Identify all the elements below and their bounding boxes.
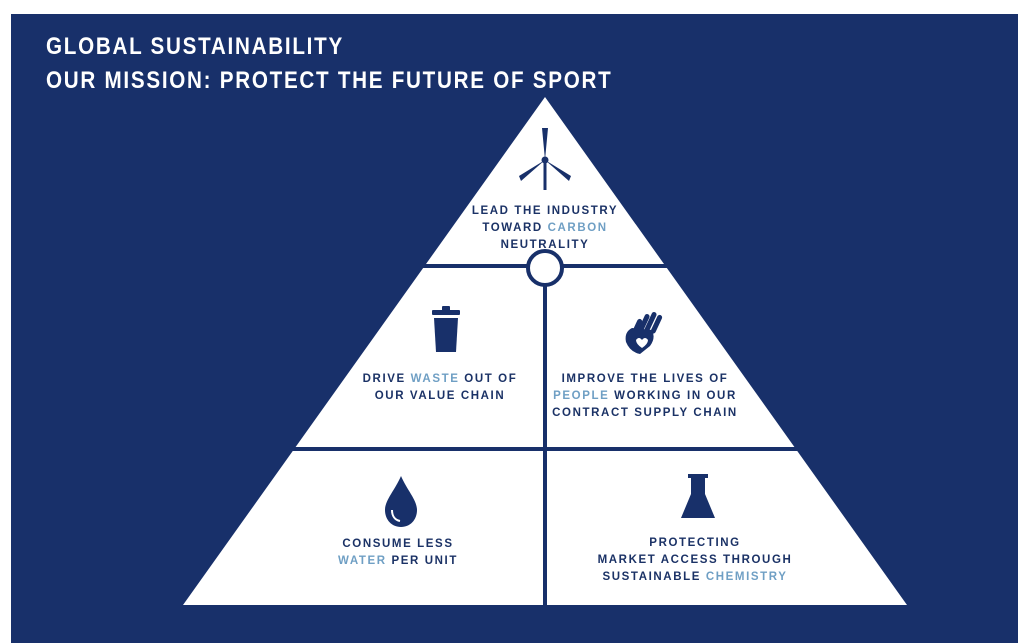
label-line: IMPROVE THE LIVES OF [530,371,760,388]
label-line: WATER PER UNIT [298,553,498,570]
label-text: CONSUME LESS [342,538,454,550]
label-drive-waste: DRIVE WASTE OUT OF OUR VALUE CHAIN [340,371,540,405]
label-text: MARKET ACCESS THROUGH [597,554,793,566]
highlight-word: CHEMISTRY [705,571,788,583]
label-text: WORKING IN OUR [609,390,737,402]
label-line: PROTECTING [580,535,810,552]
highlight-word: CARBON [547,222,608,234]
label-text: SUSTAINABLE [602,571,706,583]
label-line: CONSUME LESS [298,536,498,553]
label-line: SUSTAINABLE CHEMISTRY [580,569,810,586]
wind-turbine-icon [519,128,571,190]
label-text: PER UNIT [386,555,458,567]
label-improve-lives: IMPROVE THE LIVES OF PEOPLE WORKING IN OU… [530,371,760,422]
highlight-word: PEOPLE [553,390,610,402]
label-line: LEAD THE INDUSTRY [445,203,645,220]
label-text: OUR VALUE CHAIN [374,390,506,402]
label-text: OUT OF [459,373,518,385]
hand-heart-icon [625,312,663,354]
highlight-word: WASTE [410,373,460,385]
label-line: OUR VALUE CHAIN [340,388,540,405]
label-line: MARKET ACCESS THROUGH [580,552,810,569]
center-circle [526,249,564,287]
label-text: LEAD THE INDUSTRY [471,205,619,217]
header-subtitle: OUR MISSION: PROTECT THE FUTURE OF SPORT [46,67,613,94]
label-text: IMPROVE THE LIVES OF [561,373,729,385]
header-title: GLOBAL SUSTAINABILITY [46,33,344,60]
highlight-word: WATER [338,555,387,567]
label-text: TOWARD [482,222,548,234]
label-line: PEOPLE WORKING IN OUR [530,388,760,405]
label-text: DRIVE [362,373,411,385]
label-consume-water: CONSUME LESS WATER PER UNIT [298,536,498,570]
trash-can-icon [432,306,460,352]
label-sustainable-chemistry: PROTECTING MARKET ACCESS THROUGH SUSTAINAB… [580,535,810,586]
label-text: PROTECTING [649,537,741,549]
flask-icon [681,474,715,518]
label-text: CONTRACT SUPPLY CHAIN [552,407,738,419]
label-carbon-neutrality: LEAD THE INDUSTRY TOWARD CARBON NEUTRALITY [445,203,645,254]
label-line: TOWARD CARBON [445,220,645,237]
label-line: DRIVE WASTE OUT OF [340,371,540,388]
label-line: NEUTRALITY [445,237,645,254]
label-line: CONTRACT SUPPLY CHAIN [530,405,760,422]
water-drop-icon [385,476,417,527]
label-text: NEUTRALITY [500,239,590,251]
